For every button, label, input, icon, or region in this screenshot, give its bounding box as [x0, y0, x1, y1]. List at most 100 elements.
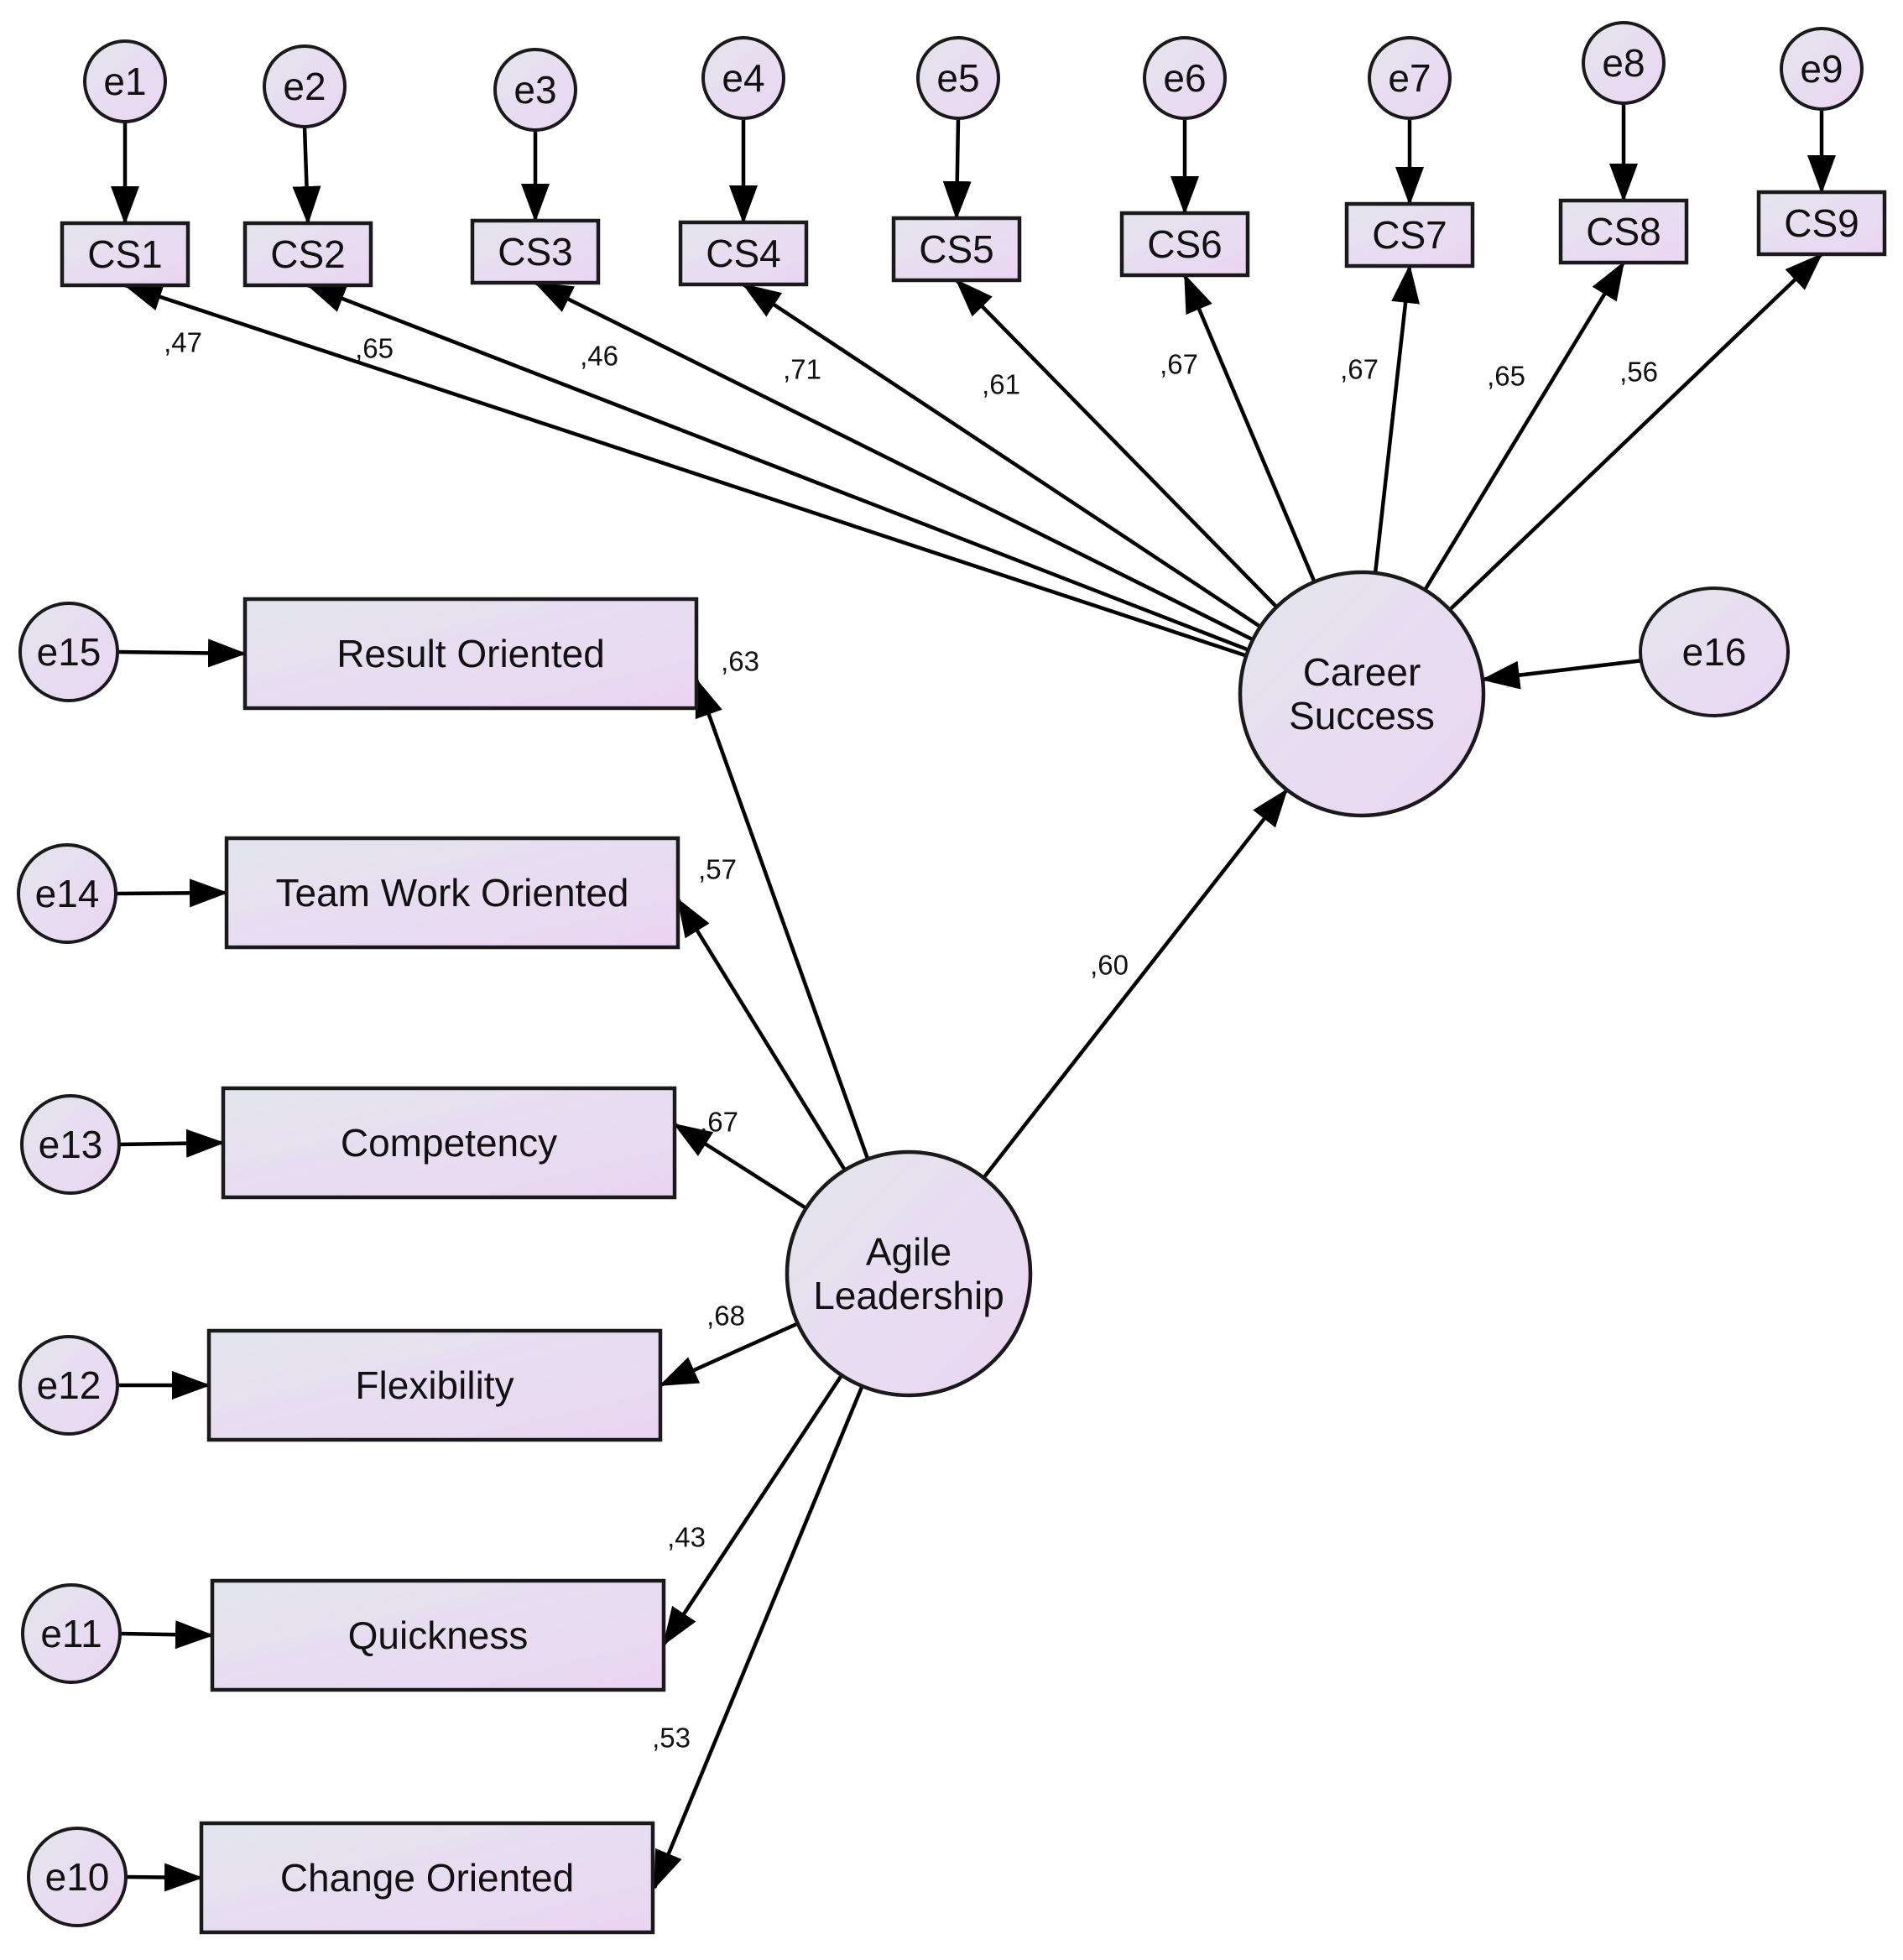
loading-path-cs1 — [123, 283, 1248, 658]
indicator-label: Competency — [341, 1121, 557, 1165]
error-e10: e10 — [27, 1827, 128, 1927]
indicator-flexibility: Flexibility — [206, 1328, 663, 1442]
indicator-label: Quickness — [348, 1613, 529, 1657]
error-label: e4 — [722, 56, 764, 100]
error-e3: e3 — [493, 48, 577, 132]
error-label: e2 — [283, 65, 326, 108]
indicator-label: CS2 — [270, 232, 345, 276]
indicator-cs9: CS9 — [1756, 190, 1887, 257]
error-label: e13 — [39, 1123, 103, 1166]
indicator-label: Change Oriented — [280, 1856, 574, 1900]
error-e5: e5 — [916, 36, 1000, 120]
loading-coefficient: ,47 — [164, 327, 202, 358]
structural-coefficient: ,60 — [1090, 950, 1129, 981]
edges-layer — [111, 103, 1836, 1892]
error-path-e13 — [118, 1129, 225, 1158]
indicator-competency: Competency — [221, 1086, 677, 1200]
error-label: e5 — [936, 56, 979, 100]
indicator-change-oriented: Change Oriented — [199, 1821, 655, 1935]
indicator-label: CS6 — [1147, 222, 1222, 266]
indicator-cs4: CS4 — [678, 220, 809, 287]
error-e16: e16 — [1639, 586, 1790, 717]
error-e12: e12 — [18, 1335, 119, 1436]
loading-coefficient: ,53 — [652, 1723, 691, 1754]
indicator-result-oriented: Result Oriented — [242, 597, 699, 711]
loading-path-cs9 — [1448, 253, 1823, 612]
indicator-cs3: CS3 — [470, 218, 601, 285]
error-label: e16 — [1682, 630, 1747, 674]
error-e1: e1 — [83, 39, 167, 123]
loading-coefficient: ,65 — [1487, 361, 1525, 392]
loading-path-cs4 — [742, 283, 1262, 628]
error-e2: e2 — [263, 44, 347, 128]
loading-coefficient: ,65 — [355, 333, 394, 364]
loading-coefficient: ,67 — [1340, 354, 1379, 385]
indicator-cs1: CS1 — [60, 221, 190, 288]
loading-path-cs5 — [955, 279, 1279, 608]
loading-coefficient: ,63 — [721, 646, 759, 677]
loading-path-al-3 — [673, 1123, 807, 1210]
error-e15: e15 — [18, 602, 119, 702]
loading-coefficient: ,67 — [1160, 349, 1198, 380]
error-label: e1 — [103, 60, 146, 103]
latent-label-line-1: Career — [1303, 650, 1421, 694]
indicator-cs2: CS2 — [242, 221, 373, 288]
loading-path-cs2 — [306, 283, 1249, 652]
loading-path-al-4 — [659, 1321, 799, 1388]
indicator-label: CS9 — [1784, 201, 1859, 245]
indicator-label: CS3 — [498, 230, 572, 274]
loading-path-al-2 — [676, 898, 847, 1171]
error-e8: e8 — [1582, 21, 1666, 105]
loading-path-al-6 — [652, 1385, 864, 1890]
latent-label-line-2: Leadership — [813, 1274, 1004, 1317]
indicator-quickness: Quickness — [210, 1578, 666, 1692]
error-label: e10 — [45, 1855, 110, 1899]
loading-coefficient: ,67 — [700, 1107, 738, 1138]
loading-path-cs3 — [534, 280, 1254, 642]
indicator-team-work-oriented: Team Work Oriented — [224, 836, 680, 950]
error-label: e8 — [1602, 41, 1645, 85]
indicator-label: Result Oriented — [336, 632, 605, 675]
structural-path — [982, 788, 1289, 1180]
loading-coefficient: ,46 — [580, 341, 618, 372]
indicator-label: CS7 — [1372, 213, 1447, 257]
indicator-label: CS4 — [706, 232, 780, 275]
error-e14: e14 — [17, 843, 117, 944]
error-e4: e4 — [701, 36, 785, 120]
nodes-layer: e1CS1e2CS2e3CS3e4CS4e5CS5e6CS6e7CS7e8CS8… — [17, 21, 1887, 1935]
indicator-label: Team Work Oriented — [276, 871, 629, 915]
loading-path-al-1 — [694, 678, 870, 1160]
error-label: e14 — [35, 872, 100, 915]
loading-coefficient: ,43 — [667, 1522, 706, 1553]
indicator-label: CS5 — [919, 227, 993, 271]
error-path-e15 — [117, 639, 247, 668]
loading-coefficient: ,61 — [982, 369, 1020, 400]
loading-coefficient: ,68 — [706, 1301, 745, 1332]
error-label: e9 — [1800, 47, 1843, 91]
error-path-e10 — [125, 1863, 203, 1892]
error-label: e15 — [37, 630, 102, 674]
error-e13: e13 — [20, 1094, 121, 1195]
indicator-cs5: CS5 — [891, 216, 1022, 283]
loading-path-cs8 — [1423, 261, 1625, 592]
loading-coefficient: ,56 — [1619, 357, 1658, 388]
error-path-e5 — [942, 117, 972, 220]
error-path-e11 — [119, 1620, 214, 1650]
loading-path-cs6 — [1182, 274, 1316, 583]
coefficient-labels-layer: ,47,65,46,71,61,67,67,65,56,63,57,67,68,… — [164, 327, 1658, 1754]
error-e11: e11 — [21, 1583, 122, 1684]
indicator-label: Flexibility — [355, 1363, 514, 1407]
disturbance-path — [1480, 659, 1642, 690]
latent-label-line-1: Agile — [866, 1230, 952, 1274]
error-e9: e9 — [1780, 27, 1864, 111]
error-e7: e7 — [1368, 36, 1452, 120]
indicator-cs8: CS8 — [1558, 198, 1689, 265]
indicator-label: CS8 — [1586, 210, 1661, 253]
error-label: e7 — [1388, 56, 1431, 100]
error-label: e12 — [37, 1363, 102, 1407]
loading-path-cs7 — [1373, 264, 1421, 574]
loading-coefficient: ,71 — [783, 354, 821, 385]
